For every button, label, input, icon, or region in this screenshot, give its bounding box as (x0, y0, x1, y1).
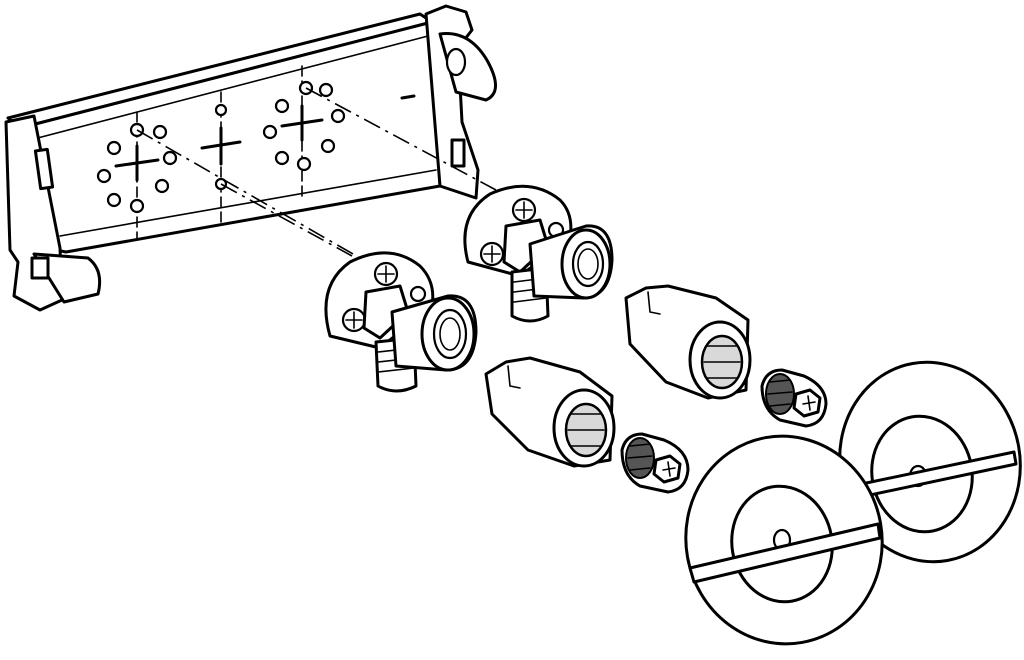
axis-line-left (136, 129, 361, 259)
pipe-sleeve-lower (484, 356, 616, 468)
axis-line-center (220, 183, 353, 257)
hole-cluster-right (262, 65, 346, 201)
test-plug-upper (760, 368, 828, 428)
wall-elbow-fitting-lower (324, 251, 478, 393)
wall-elbow-fitting-upper (463, 184, 614, 323)
left-tab (32, 252, 102, 304)
slot-right (450, 138, 466, 168)
rosette-cover-back (838, 360, 1022, 564)
hole-cluster-left (96, 111, 178, 241)
mounting-bracket (4, 4, 497, 312)
right-tab-hole (445, 47, 467, 77)
pipe-sleeve-upper (624, 284, 752, 400)
rosette-cover-front (684, 434, 884, 646)
slot-left (33, 147, 55, 191)
bracket-plate (18, 20, 442, 254)
left-clip (30, 256, 50, 280)
test-plug-lower (620, 432, 690, 494)
axis-line-right (305, 87, 497, 191)
